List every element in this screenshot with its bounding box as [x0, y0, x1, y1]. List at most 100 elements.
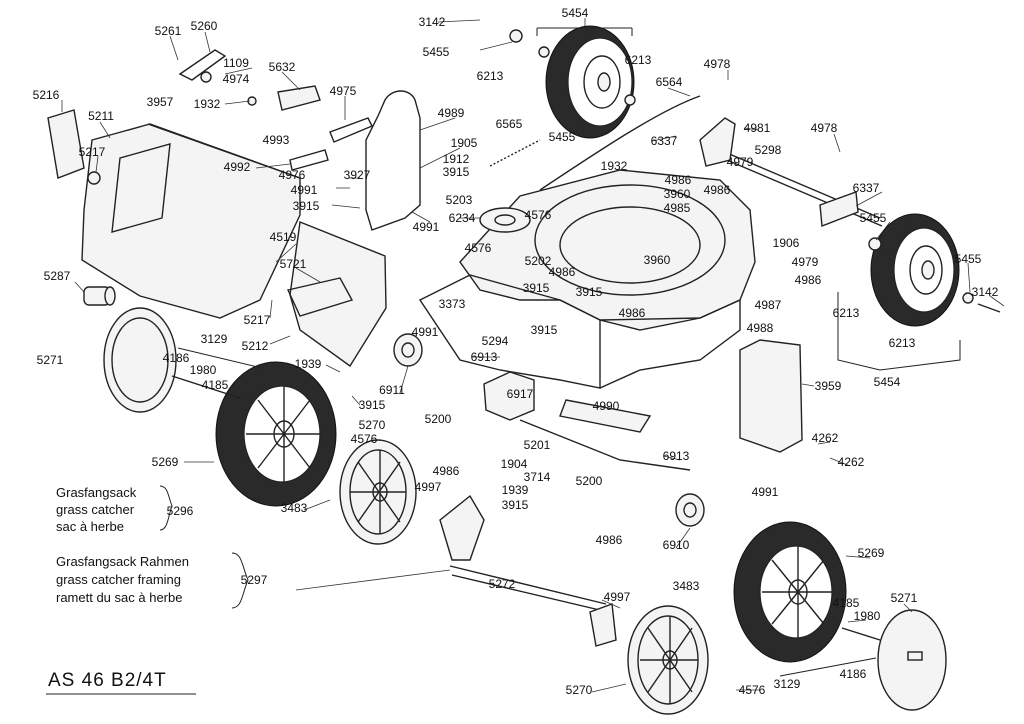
callout-1109: 1109 [223, 56, 249, 70]
rim-right [627, 605, 709, 715]
callout-3960: 3960 [664, 187, 691, 201]
front-axle-5272 [449, 565, 607, 605]
desc-5296-line-fr: sac à herbe [56, 519, 124, 534]
callout-4990: 4990 [593, 399, 620, 413]
callout-1932: 1932 [601, 159, 628, 173]
callout-1905: 1905 [451, 136, 478, 150]
callout-3483: 3483 [281, 501, 308, 515]
callout-4986: 4986 [433, 464, 460, 478]
callout-5217: 5217 [244, 313, 271, 327]
callout-5272: 5272 [489, 577, 516, 591]
callout-3142: 3142 [419, 15, 446, 29]
callout-4992: 4992 [224, 160, 251, 174]
callout-5271: 5271 [891, 591, 918, 605]
callout-3142: 3142 [972, 285, 999, 299]
callout-5455: 5455 [423, 45, 450, 59]
callout-6913: 6913 [471, 350, 498, 364]
callout-5721: 5721 [280, 257, 307, 271]
callout-4986: 4986 [665, 173, 692, 187]
callout-4986: 4986 [795, 273, 822, 287]
callout-4186: 4186 [840, 667, 867, 681]
callout-6911: 6911 [379, 383, 405, 397]
callout-1912: 1912 [443, 152, 470, 166]
brace-5296 [159, 485, 173, 531]
callout-6213: 6213 [477, 69, 504, 83]
callout-5217: 5217 [79, 145, 106, 159]
callout-3714: 3714 [524, 470, 551, 484]
callout-6337: 6337 [853, 181, 880, 195]
callout-3373: 3373 [439, 297, 466, 311]
callout-1980: 1980 [854, 609, 881, 623]
callout-4991: 4991 [291, 183, 318, 197]
callout-6913: 6913 [663, 449, 690, 463]
callout-3959: 3959 [815, 379, 842, 393]
callout-4987: 4987 [755, 298, 782, 312]
callout-3915: 3915 [293, 199, 320, 213]
flap-5216 [47, 109, 85, 179]
front-wheel-right [733, 521, 847, 663]
callout-4576: 4576 [525, 208, 552, 222]
callout-5270: 5270 [566, 683, 593, 697]
model-label: AS 46 B2/4T [48, 670, 167, 691]
callout-4978: 4978 [811, 121, 838, 135]
callout-5200: 5200 [425, 412, 452, 426]
callout-4185: 4185 [202, 378, 229, 392]
callout-4986: 4986 [596, 533, 623, 547]
callout-3915: 3915 [443, 165, 470, 179]
callout-3915: 3915 [576, 285, 603, 299]
callout-6565: 6565 [496, 117, 523, 131]
callout-4981: 4981 [744, 121, 771, 135]
desc-5296-line-en: grass catcher [56, 502, 135, 517]
callout-5297: 5297 [241, 573, 268, 587]
callout-5260: 5260 [191, 19, 218, 33]
side-plate-5212 [289, 221, 387, 368]
rear-wheel-top [545, 25, 635, 139]
callout-3129: 3129 [774, 677, 801, 691]
callout-5296: 5296 [167, 504, 194, 518]
callout-5455: 5455 [860, 211, 887, 225]
callout-5454: 5454 [874, 375, 901, 389]
callout-4991: 4991 [412, 325, 439, 339]
brace-5297 [231, 552, 249, 609]
rear-cover [81, 123, 301, 319]
callout-4974: 4974 [223, 72, 250, 86]
callout-3915: 3915 [531, 323, 558, 337]
callout-5454: 5454 [562, 6, 589, 20]
callout-5202: 5202 [525, 254, 552, 268]
callout-5294: 5294 [482, 334, 509, 348]
callout-5287: 5287 [44, 269, 71, 283]
callout-3915: 3915 [502, 498, 529, 512]
callout-4576: 4576 [351, 432, 378, 446]
callout-5455: 5455 [549, 130, 576, 144]
callout-1932: 1932 [194, 97, 221, 111]
callout-4985: 4985 [664, 201, 691, 215]
callout-4997: 4997 [604, 590, 631, 604]
desc-5296-line-de: Grasfangsack [56, 485, 137, 500]
description-5297: Grasfangsack Rahmen grass catcher framin… [56, 554, 189, 605]
callout-4979: 4979 [727, 155, 754, 169]
handle-bracket [365, 90, 421, 231]
callout-4986: 4986 [619, 306, 646, 320]
callout-5269: 5269 [152, 455, 179, 469]
callout-5211: 5211 [88, 109, 114, 123]
callout-3915: 3915 [523, 281, 550, 295]
side-bracket-4988 [739, 339, 803, 453]
front-wheel-left [215, 361, 337, 507]
callout-5212: 5212 [242, 339, 269, 353]
callout-1939: 1939 [295, 357, 322, 371]
callout-4979: 4979 [792, 255, 819, 269]
callout-5203: 5203 [446, 193, 473, 207]
callout-5201: 5201 [524, 438, 551, 452]
callout-5261: 5261 [155, 24, 182, 38]
callout-4991: 4991 [752, 485, 779, 499]
callout-3927: 3927 [344, 168, 371, 182]
callout-5200: 5200 [576, 474, 603, 488]
callout-6917: 6917 [507, 387, 534, 401]
callout-5632: 5632 [269, 60, 296, 74]
callout-4993: 4993 [263, 133, 290, 147]
desc-5297-line-en: grass catcher framing [56, 572, 181, 587]
rear-wheel-right [870, 213, 960, 327]
callout-5269: 5269 [858, 546, 885, 560]
callout-1980: 1980 [190, 363, 217, 377]
callout-4186: 4186 [163, 351, 190, 365]
